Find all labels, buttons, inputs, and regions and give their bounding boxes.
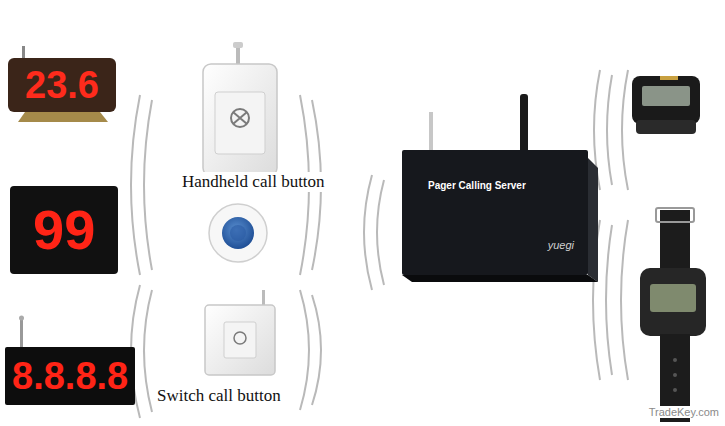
illustration-part [520,94,528,154]
illustration-part [233,42,243,48]
illustration-part [640,268,706,336]
illustration-part [364,175,372,290]
illustration-part [377,180,384,285]
illustration-part [642,86,690,106]
illustration-part [224,322,256,358]
watermark: TradeKey.com [647,406,721,418]
illustration-part [233,112,247,124]
handheld-call-button [203,42,277,176]
illustration-part [673,358,677,362]
watch-receiver [640,208,706,422]
server-label: Pager Calling Server [428,180,526,191]
illustration-part [222,217,254,249]
led-display: 99 [10,186,118,274]
illustration-part [588,158,598,282]
illustration-part [203,64,277,176]
illustration-part [209,204,267,262]
illustration-part [19,316,24,321]
switch-call-button [205,290,275,375]
round-call-button [209,204,267,262]
illustration-part [632,76,700,124]
illustration-part [660,210,690,272]
illustration-part [607,75,612,185]
brand-label: yuegi [548,239,574,251]
illustration-part [20,318,23,348]
illustration-part [18,112,108,122]
illustration-part [144,290,152,412]
illustration-part [636,120,696,134]
illustration-part [622,70,628,190]
illustration-part [660,76,678,80]
illustration-part [650,284,696,312]
device-label: Switch call button [155,386,283,406]
display-digits: 8.8.8.8 [12,357,128,395]
illustration-part [402,275,598,282]
illustration-part [131,95,140,275]
illustration-part [429,112,433,154]
illustration-part [230,225,246,241]
illustration-part [144,100,152,270]
led-display: 23.6 [8,58,116,112]
server-box: Pager Calling Server yuegi [402,150,588,275]
display-digits: 23.6 [25,66,99,104]
illustration-part [656,208,694,222]
illustration-part [234,332,246,344]
illustration-part [673,373,677,377]
illustration-part [215,92,265,154]
display-digits: 99 [33,202,95,258]
illustration-part [205,305,275,375]
illustration-part [236,46,240,66]
illustration-part [231,109,249,127]
server-hardware [402,94,598,282]
led-display: 8.8.8.8 [5,347,135,405]
illustration-part [621,220,628,380]
illustration-part [300,290,309,410]
pager-receiver [632,76,700,134]
device-label: Handheld call button [180,172,327,192]
illustration-part [673,388,677,392]
illustration-part [312,295,321,405]
illustration-part [606,225,612,375]
